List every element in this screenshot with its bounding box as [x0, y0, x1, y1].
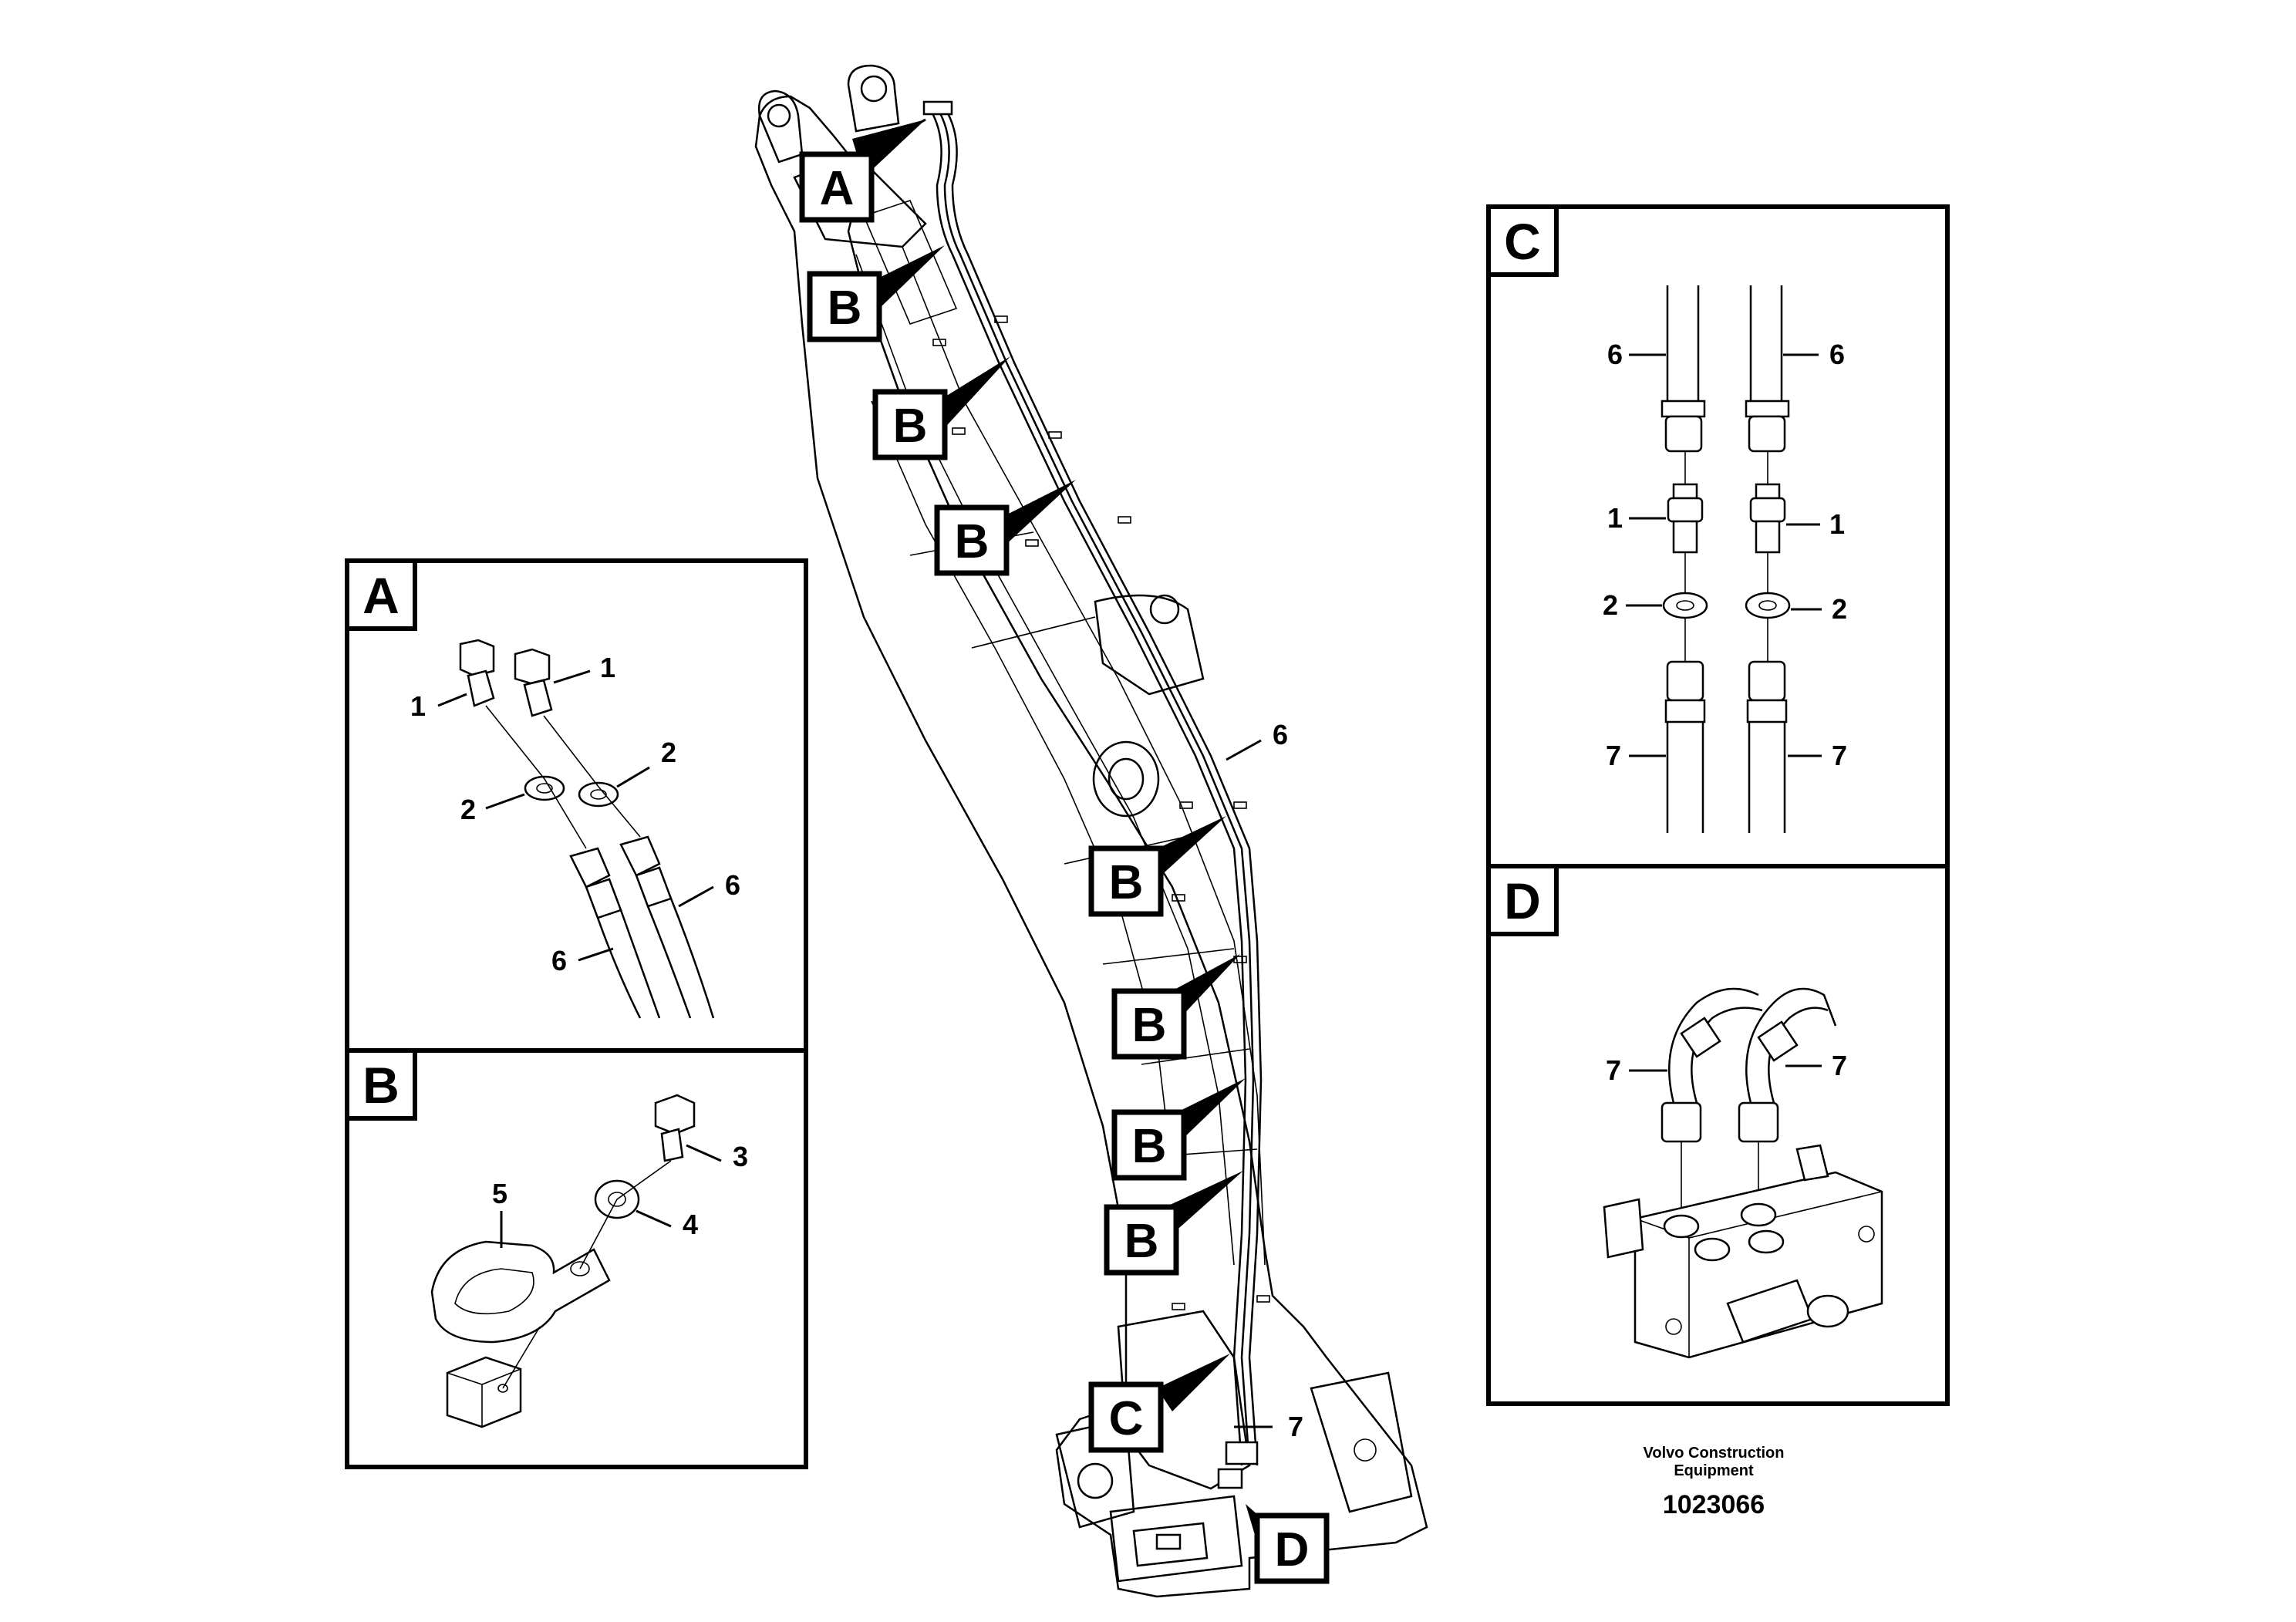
- callout-letter-B: B: [828, 282, 862, 335]
- callout-letter-C: C: [1109, 1392, 1144, 1445]
- panel-C-label-2-right: 2: [1791, 593, 1847, 625]
- svg-text:7: 7: [1832, 740, 1847, 771]
- boom-label-7: 7: [1234, 1411, 1303, 1442]
- footer: Volvo Construction Equipment 1023066: [1644, 1445, 1785, 1519]
- svg-text:2: 2: [460, 794, 476, 825]
- panel-B-label-5: 5: [492, 1178, 507, 1248]
- callout-letter-D: D: [1275, 1523, 1310, 1576]
- drawing-number: 1023066: [1663, 1490, 1765, 1519]
- svg-text:4: 4: [683, 1209, 698, 1240]
- callout-boom-D: D: [1246, 1504, 1330, 1584]
- panel-letter-C: C: [1504, 213, 1541, 270]
- panel-A-label-1-right: 1: [553, 652, 615, 684]
- panel-A-label-6-right: 6: [678, 869, 740, 908]
- callout-letter-B: B: [1132, 1120, 1167, 1173]
- panel-C-label-7-left: 7: [1606, 740, 1666, 771]
- svg-text:2: 2: [661, 737, 676, 768]
- svg-text:6: 6: [1607, 339, 1623, 370]
- svg-text:5: 5: [492, 1178, 507, 1209]
- panel-D-parts: [1603, 987, 1883, 1359]
- panel-letter-A: A: [362, 567, 400, 624]
- callout-letter-A: A: [820, 162, 855, 215]
- svg-text:6: 6: [725, 869, 740, 901]
- panel-B-label-4: 4: [636, 1209, 698, 1240]
- panel-C-parts: [1660, 285, 1791, 833]
- panel-A-label-2-right: 2: [616, 737, 676, 788]
- callout-boom-B-1: B: [807, 245, 945, 342]
- callout-boom-B-6: B: [1111, 1078, 1246, 1181]
- callout-boom-B-3: B: [934, 480, 1076, 576]
- panel-D-label-7-right: 7: [1785, 1050, 1847, 1081]
- callout-letter-B: B: [1124, 1215, 1159, 1268]
- callout-letter-B: B: [1132, 999, 1167, 1052]
- panel-letter-B: B: [362, 1057, 400, 1114]
- detail-panel-C: C: [1486, 204, 1950, 868]
- callout-letter-B: B: [1109, 856, 1144, 909]
- detail-panel-A: A: [345, 558, 808, 1053]
- boom-hose-route: [922, 100, 1263, 1489]
- panel-A-label-1-left: 1: [410, 690, 467, 722]
- callout-boom-B-2: B: [872, 356, 1010, 460]
- panel-C-label-2-left: 2: [1603, 589, 1662, 621]
- svg-text:2: 2: [1603, 589, 1618, 621]
- svg-text:6: 6: [551, 945, 567, 976]
- svg-text:7: 7: [1832, 1050, 1847, 1081]
- svg-text:1: 1: [1607, 502, 1623, 534]
- panel-A-label-6-left: 6: [551, 945, 614, 976]
- svg-text:2: 2: [1832, 593, 1847, 625]
- panel-D-label-7-left: 7: [1606, 1054, 1667, 1086]
- credit-line-1: Volvo Construction: [1644, 1445, 1785, 1462]
- panel-A-parts: [459, 639, 715, 1019]
- panel-C-label-1-left: 1: [1607, 502, 1666, 534]
- credit-line-2: Equipment: [1674, 1462, 1754, 1479]
- panel-C-label-7-right: 7: [1788, 740, 1847, 771]
- callout-letter-B: B: [893, 400, 928, 453]
- svg-text:7: 7: [1288, 1411, 1303, 1442]
- callout-boom-C: C: [1088, 1354, 1230, 1453]
- panel-C-label-6-right: 6: [1783, 339, 1845, 370]
- boom-label-6: 6: [1226, 719, 1288, 761]
- panel-C-label-6-left: 6: [1607, 339, 1666, 370]
- svg-text:7: 7: [1606, 1054, 1621, 1086]
- svg-text:1: 1: [410, 690, 426, 722]
- svg-text:1: 1: [600, 652, 615, 683]
- panel-letter-D: D: [1504, 872, 1541, 929]
- panel-C-label-1-right: 1: [1786, 508, 1845, 540]
- callout-boom-B-5: B: [1111, 954, 1240, 1060]
- panel-B-parts: [430, 1094, 696, 1428]
- svg-text:3: 3: [733, 1141, 748, 1172]
- panel-B-label-3: 3: [686, 1141, 748, 1172]
- svg-text:6: 6: [1273, 719, 1288, 750]
- panel-A-label-2-left: 2: [460, 793, 525, 825]
- detail-panel-D: D: [1486, 864, 1950, 1406]
- svg-text:7: 7: [1606, 740, 1621, 771]
- svg-text:6: 6: [1829, 339, 1845, 370]
- callout-boom-A: A: [799, 118, 926, 223]
- callout-boom-B-7: B: [1104, 1171, 1243, 1276]
- svg-text:1: 1: [1829, 508, 1845, 540]
- callout-letter-B: B: [955, 515, 990, 568]
- callout-boom-B-4: B: [1088, 816, 1226, 917]
- detail-panel-B: B 3 4: [345, 1048, 808, 1469]
